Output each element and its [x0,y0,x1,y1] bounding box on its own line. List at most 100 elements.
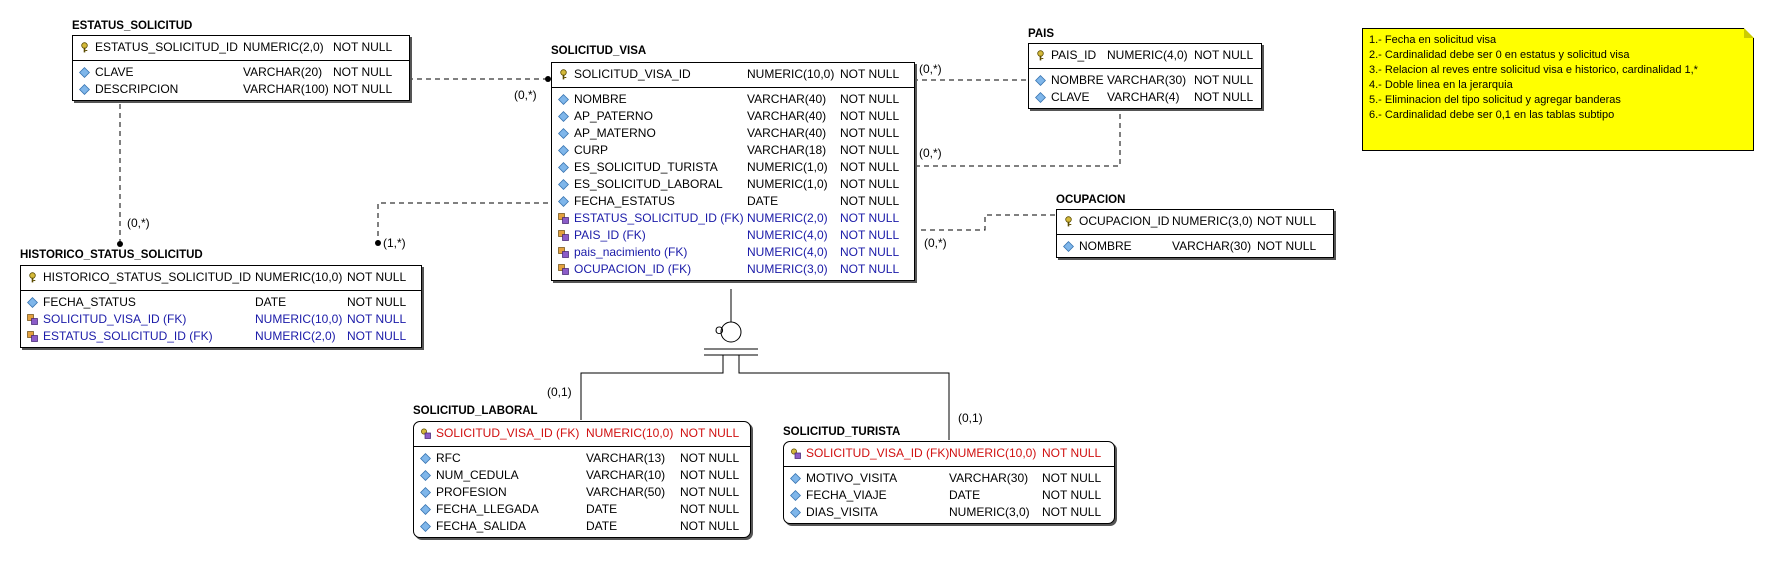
column-null: NOT NULL [1257,239,1317,253]
column-type: VARCHAR(30) [949,471,1029,485]
primary-foreign-key-icon [420,428,431,439]
foreign-key-icon [558,264,569,275]
column-name: FECHA_LLEGADA [436,502,539,516]
line-ocupacion-visa [915,214,1055,231]
column-row[interactable]: SOLICITUD_VISA_ID (FK)NUMERIC(10,0)NOT N… [21,311,421,328]
column-name: MOTIVO_VISITA [806,471,898,485]
column-type: VARCHAR(20) [243,65,323,79]
column-null: NOT NULL [1194,48,1254,62]
attribute-icon [1063,241,1074,252]
column-type: VARCHAR(18) [747,143,827,157]
attributes-section: NOMBRE VARCHAR(30) NOT NULL [1057,235,1333,257]
cardinality-estatus-visa: (0,*) [514,88,537,102]
foreign-key-icon [27,314,38,325]
column-row[interactable]: ESTATUS_SOLICITUD_ID (FK)NUMERIC(2,0)NOT… [21,328,421,345]
column-type: NUMERIC(1,0) [747,160,828,174]
column-type: VARCHAR(13) [586,451,666,465]
column-type: VARCHAR(30) [1172,239,1252,253]
attribute-icon [790,473,801,484]
cardinality-visa-pais-top: (0,*) [919,62,942,76]
sticky-note: 1.- Fecha en solicitud visa 2.- Cardinal… [1362,28,1754,151]
column-null: NOT NULL [680,485,740,499]
entity-title-pais: PAIS [1028,28,1054,40]
column-row[interactable]: MOTIVO_VISITA VARCHAR(30) NOT NULL [784,470,1114,487]
column-row[interactable]: SOLICITUD_VISA_ID (FK)NUMERIC(10,0)NOT N… [784,445,1114,462]
entity-solicitud-laboral[interactable]: SOLICITUD_VISA_ID (FK)NUMERIC(10,0)NOT N… [413,421,751,538]
column-name: FECHA_VIAJE [806,488,887,502]
foreign-key-icon [558,230,569,241]
column-null: NOT NULL [1042,471,1102,485]
column-name: PAIS_ID [1051,48,1097,62]
entity-solicitud-turista[interactable]: SOLICITUD_VISA_ID (FK)NUMERIC(10,0)NOT N… [783,441,1115,524]
attribute-icon [420,521,431,532]
column-name: NOMBRE [1079,239,1132,253]
key-icon [1035,50,1046,61]
note-line: 6.- Cardinalidad debe ser 0,1 en las tab… [1369,109,1615,121]
column-row[interactable]: PAIS_ID (FK)NUMERIC(4,0)NOT NULL [552,227,914,244]
column-null: NOT NULL [1042,488,1102,502]
attribute-icon [790,507,801,518]
column-null: NOT NULL [680,426,740,440]
column-null: NOT NULL [1257,214,1317,228]
column-row[interactable]: SOLICITUD_VISA_ID (FK)NUMERIC(10,0)NOT N… [414,425,750,442]
cardinality-turista: (0,1) [958,411,983,425]
column-row[interactable]: OCUPACION_ID (FK)NUMERIC(3,0)NOT NULL [552,261,914,278]
column-type: NUMERIC(3,0) [1172,214,1253,228]
column-type: VARCHAR(30) [1107,73,1187,87]
cardinality-estatus-historico: (0,*) [127,216,150,230]
entity-title-solicitud-turista: SOLICITUD_TURISTA [783,426,901,438]
column-name: OCUPACION_ID [1079,214,1170,228]
column-null: NOT NULL [840,177,900,191]
column-null: NOT NULL [1042,446,1102,460]
column-type: NUMERIC(10,0) [255,312,343,326]
column-name: OCUPACION_ID (FK) [574,262,692,276]
column-name: FECHA_STATUS [43,295,136,309]
column-null: NOT NULL [840,262,900,276]
column-row[interactable]: ESTATUS_SOLICITUD_ID (FK)NUMERIC(2,0)NOT… [552,210,914,227]
column-type: NUMERIC(10,0) [586,426,674,440]
attribute-icon [1035,75,1046,86]
column-name: ESTATUS_SOLICITUD_ID (FK) [574,211,744,225]
column-name: ESTATUS_SOLICITUD_ID (FK) [43,329,213,343]
column-row[interactable]: pais_nacimiento (FK)NUMERIC(4,0)NOT NULL [552,244,914,261]
column-type: DATE [586,502,618,516]
column-name: FECHA_ESTATUS [574,194,675,208]
column-name: SOLICITUD_VISA_ID (FK) [806,446,950,460]
key-icon [27,272,38,283]
note-line: 2.- Cardinalidad debe ser 0 en estatus y… [1369,49,1630,61]
column-row[interactable]: NOMBRE VARCHAR(30) NOT NULL [1057,238,1333,255]
cardinality-visa-pais-mid: (0,*) [919,146,942,160]
